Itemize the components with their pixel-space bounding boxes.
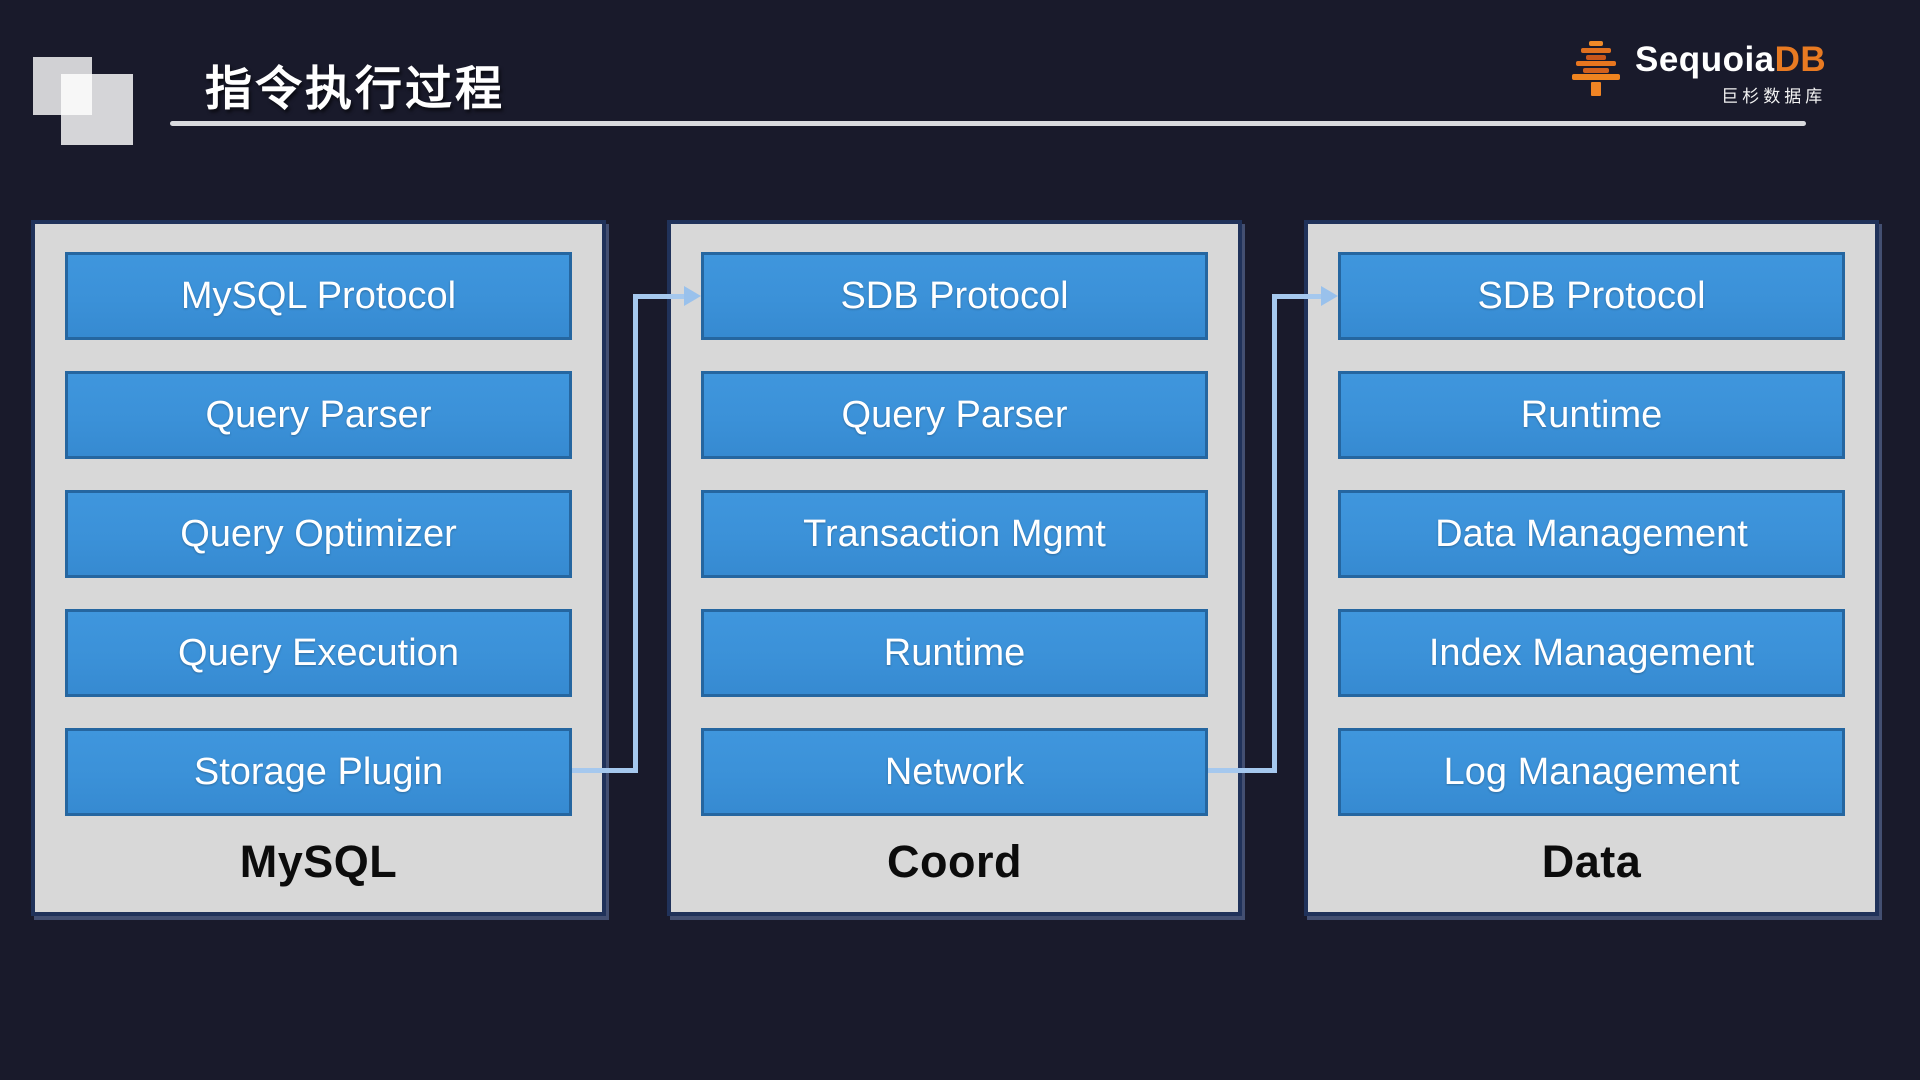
panel-label-data: Data [1541, 836, 1642, 887]
connector-segment [633, 294, 685, 299]
box-sdb-protocol-coord: SDB Protocol [701, 252, 1208, 340]
box-query-parser-1: Query Parser [65, 371, 572, 459]
connector-segment [1272, 294, 1322, 299]
connector-segment [1272, 294, 1277, 773]
box-sdb-protocol-data: SDB Protocol [1338, 252, 1845, 340]
connector-segment [1208, 768, 1277, 773]
box-network: Network [701, 728, 1208, 816]
box-index-management: Index Management [1338, 609, 1845, 697]
panel-label-mysql: MySQL [239, 836, 398, 887]
title-underline [170, 121, 1806, 126]
panel-coord: SDB Protocol Query Parser Transaction Mg… [667, 220, 1242, 916]
sequoia-tree-icon [1572, 41, 1620, 96]
panel-data: SDB Protocol Runtime Data Management Ind… [1304, 220, 1879, 916]
box-runtime-data: Runtime [1338, 371, 1845, 459]
box-mysql-protocol: MySQL Protocol [65, 252, 572, 340]
arrow-head-icon [684, 286, 701, 306]
box-data-management: Data Management [1338, 490, 1845, 578]
panel-mysql: MySQL Protocol Query Parser Query Optimi… [31, 220, 606, 916]
box-transaction-mgmt: Transaction Mgmt [701, 490, 1208, 578]
brand-name: SequoiaDB [1635, 40, 1826, 80]
deco-square-front [61, 74, 133, 145]
arrow-head-icon [1321, 286, 1338, 306]
brand-logo: SequoiaDB 巨杉数据库 [1563, 40, 1826, 107]
brand-name-cn: 巨杉数据库 [1721, 87, 1827, 106]
box-query-parser-2: Query Parser [701, 371, 1208, 459]
page-title: 指令执行过程 [205, 62, 505, 115]
box-storage-plugin: Storage Plugin [65, 728, 572, 816]
box-query-optimizer: Query Optimizer [65, 490, 572, 578]
brand-name-main: Sequoia [1635, 40, 1775, 79]
connector-segment [572, 768, 638, 773]
box-runtime-coord: Runtime [701, 609, 1208, 697]
panel-label-coord: Coord [887, 836, 1022, 887]
box-log-management: Log Management [1338, 728, 1845, 816]
connector-segment [633, 294, 638, 773]
brand-name-suffix: DB [1774, 40, 1827, 79]
box-query-execution: Query Execution [65, 609, 572, 697]
